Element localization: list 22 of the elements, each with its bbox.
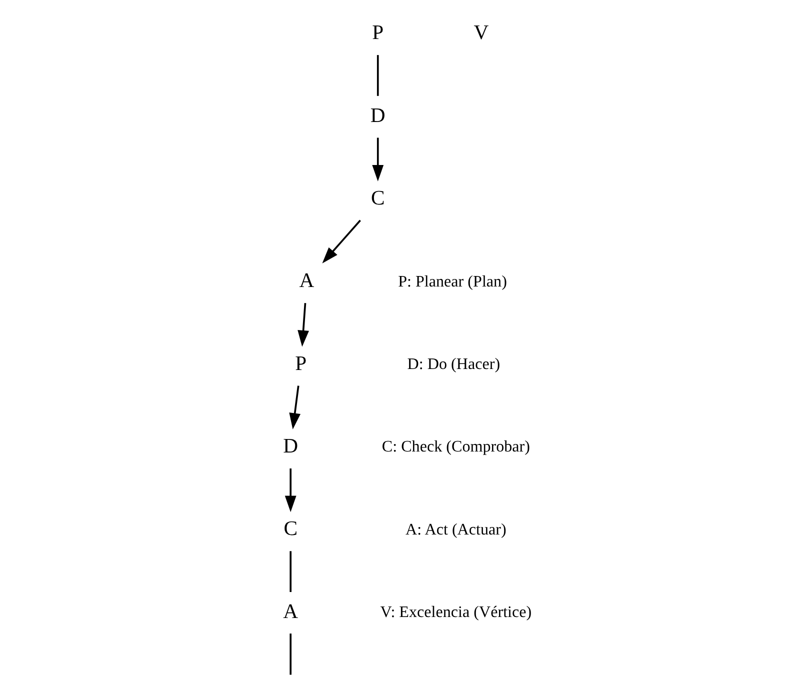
connector bbox=[376, 55, 379, 96]
arrow bbox=[289, 386, 301, 430]
node-text: A bbox=[299, 270, 314, 292]
label: D: Do (Hacer) bbox=[407, 356, 500, 374]
node-text: D bbox=[370, 104, 386, 127]
label: C: Check (Comprobar) bbox=[382, 438, 530, 456]
label: A: Act (Actuar) bbox=[406, 521, 506, 538]
label: P: Planear (Plan) bbox=[398, 273, 507, 290]
node-text: C bbox=[284, 518, 298, 540]
connector bbox=[290, 551, 292, 592]
arrow bbox=[372, 138, 384, 182]
arrow bbox=[284, 468, 296, 512]
arrow bbox=[298, 303, 309, 347]
label: V: Excelencia (Vértice) bbox=[380, 604, 532, 622]
node-text: A bbox=[283, 600, 298, 623]
node-text: C bbox=[370, 187, 385, 210]
node-text: D bbox=[283, 435, 298, 458]
node-text: P bbox=[295, 352, 307, 375]
node-text: P bbox=[372, 22, 384, 44]
node-text: V bbox=[474, 22, 489, 44]
connector bbox=[290, 634, 292, 675]
arrow bbox=[322, 220, 361, 264]
